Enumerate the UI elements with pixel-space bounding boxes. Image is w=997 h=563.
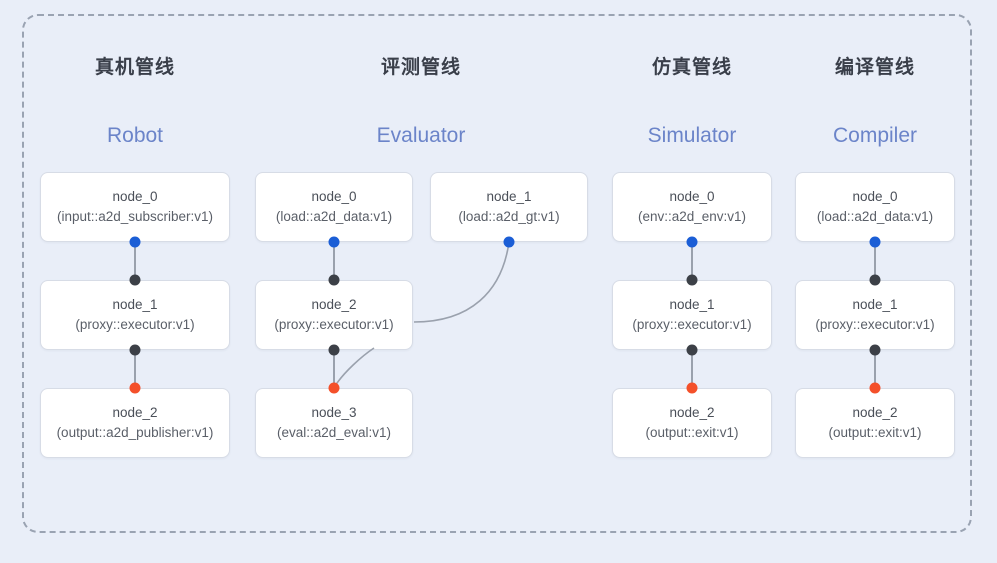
node-type: (proxy::executor:v1) (815, 317, 935, 332)
node-compiler-0[interactable]: node_0 (load::a2d_data:v1) (795, 172, 955, 242)
port-output-blue[interactable] (328, 236, 340, 248)
node-type: (env::a2d_env:v1) (637, 209, 747, 224)
node-id: node_0 (852, 189, 898, 204)
column-subtitle-robot: Robot (106, 124, 164, 147)
port-output-blue[interactable] (503, 236, 515, 248)
node-type: (output::exit:v1) (645, 425, 739, 440)
node-simulator-1[interactable]: node_1 (proxy::executor:v1) (612, 280, 772, 350)
port-input-dark[interactable] (869, 274, 881, 286)
edge-eval-node1-to-node2 (413, 241, 510, 323)
node-robot-0[interactable]: node_0 (input::a2d_subscriber:v1) (40, 172, 230, 242)
node-evaluator-1[interactable]: node_1 (load::a2d_gt:v1) (430, 172, 588, 242)
link-sim-1-2 (691, 350, 693, 388)
node-id: node_1 (852, 297, 898, 312)
port-terminal-red[interactable] (686, 382, 698, 394)
node-id: node_2 (852, 405, 898, 420)
node-id: node_1 (486, 189, 532, 204)
node-robot-2[interactable]: node_2 (output::a2d_publisher:v1) (40, 388, 230, 458)
link-robot-1-2 (134, 350, 136, 388)
link-comp-1-2 (874, 350, 876, 388)
port-terminal-red[interactable] (328, 382, 340, 394)
node-id: node_0 (311, 189, 357, 204)
port-output-blue[interactable] (869, 236, 881, 248)
column-subtitle-simulator: Simulator (647, 124, 737, 147)
node-type: (proxy::executor:v1) (274, 317, 394, 332)
node-id: node_0 (669, 189, 715, 204)
port-input-dark[interactable] (328, 274, 340, 286)
port-input-dark[interactable] (686, 274, 698, 286)
node-type: (load::a2d_data:v1) (275, 209, 393, 224)
link-sim-0-1 (691, 242, 693, 280)
node-compiler-2[interactable]: node_2 (output::exit:v1) (795, 388, 955, 458)
port-output-blue[interactable] (129, 236, 141, 248)
node-type: (proxy::executor:v1) (632, 317, 752, 332)
node-type: (load::a2d_gt:v1) (458, 209, 560, 224)
link-eval-0-2 (333, 242, 335, 280)
column-title-compiler: 编译管线 (834, 57, 915, 78)
node-id: node_0 (112, 189, 158, 204)
port-output-dark[interactable] (686, 344, 698, 356)
edge-eval-node2-to-node3 (334, 347, 375, 387)
node-id: node_1 (669, 297, 715, 312)
node-evaluator-2[interactable]: node_2 (proxy::executor:v1) (255, 280, 413, 350)
node-compiler-1[interactable]: node_1 (proxy::executor:v1) (795, 280, 955, 350)
node-simulator-2[interactable]: node_2 (output::exit:v1) (612, 388, 772, 458)
column-title-simulator: 仿真管线 (651, 57, 732, 78)
port-terminal-red[interactable] (869, 382, 881, 394)
port-output-dark[interactable] (129, 344, 141, 356)
port-output-dark[interactable] (328, 344, 340, 356)
node-evaluator-3[interactable]: node_3 (eval::a2d_eval:v1) (255, 388, 413, 458)
node-id: node_2 (669, 405, 715, 420)
node-type: (output::exit:v1) (828, 425, 922, 440)
node-id: node_2 (112, 405, 158, 420)
column-subtitle-compiler: Compiler (832, 124, 918, 147)
link-robot-0-1 (134, 242, 136, 280)
node-simulator-0[interactable]: node_0 (env::a2d_env:v1) (612, 172, 772, 242)
column-title-robot: 真机管线 (94, 57, 175, 78)
node-id: node_1 (112, 297, 158, 312)
port-output-dark[interactable] (869, 344, 881, 356)
node-type: (proxy::executor:v1) (75, 317, 195, 332)
link-comp-0-1 (874, 242, 876, 280)
node-type: (input::a2d_subscriber:v1) (56, 209, 214, 224)
port-input-dark[interactable] (129, 274, 141, 286)
node-type: (eval::a2d_eval:v1) (276, 425, 392, 440)
node-evaluator-0[interactable]: node_0 (load::a2d_data:v1) (255, 172, 413, 242)
node-robot-1[interactable]: node_1 (proxy::executor:v1) (40, 280, 230, 350)
node-id: node_3 (311, 405, 357, 420)
port-output-blue[interactable] (686, 236, 698, 248)
column-title-evaluator: 评测管线 (380, 57, 461, 78)
column-subtitle-evaluator: Evaluator (376, 124, 466, 147)
link-eval-2-3 (333, 350, 335, 388)
node-type: (load::a2d_data:v1) (816, 209, 934, 224)
node-type: (output::a2d_publisher:v1) (56, 425, 214, 440)
node-id: node_2 (311, 297, 357, 312)
port-terminal-red[interactable] (129, 382, 141, 394)
